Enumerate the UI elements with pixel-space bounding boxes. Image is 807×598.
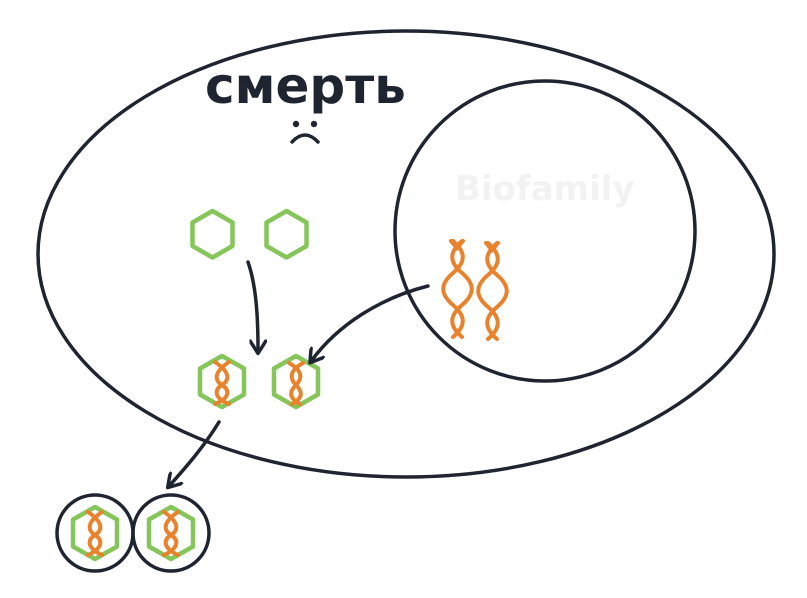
sad-face-icon <box>290 120 320 144</box>
released-virion-1 <box>55 493 135 573</box>
nuclear-chromosome-2 <box>476 241 509 341</box>
empty-capsid-hexagon-2 <box>264 208 309 260</box>
watermark: Biofamily <box>455 169 635 209</box>
arrow-nucleus-to-assembly <box>312 284 430 360</box>
assembled-virion-2 <box>271 353 321 410</box>
nucleus <box>393 79 697 383</box>
arrow-release <box>170 420 221 485</box>
outer-cell-membrane <box>36 29 776 479</box>
released-virion-2 <box>131 493 211 573</box>
empty-capsid-hexagon-1 <box>190 208 235 260</box>
title-death: смерть <box>205 57 406 115</box>
assembled-virion-1 <box>197 353 247 410</box>
nuclear-chromosome-1 <box>441 239 474 339</box>
arrow-capsids-to-assembly <box>246 260 258 350</box>
